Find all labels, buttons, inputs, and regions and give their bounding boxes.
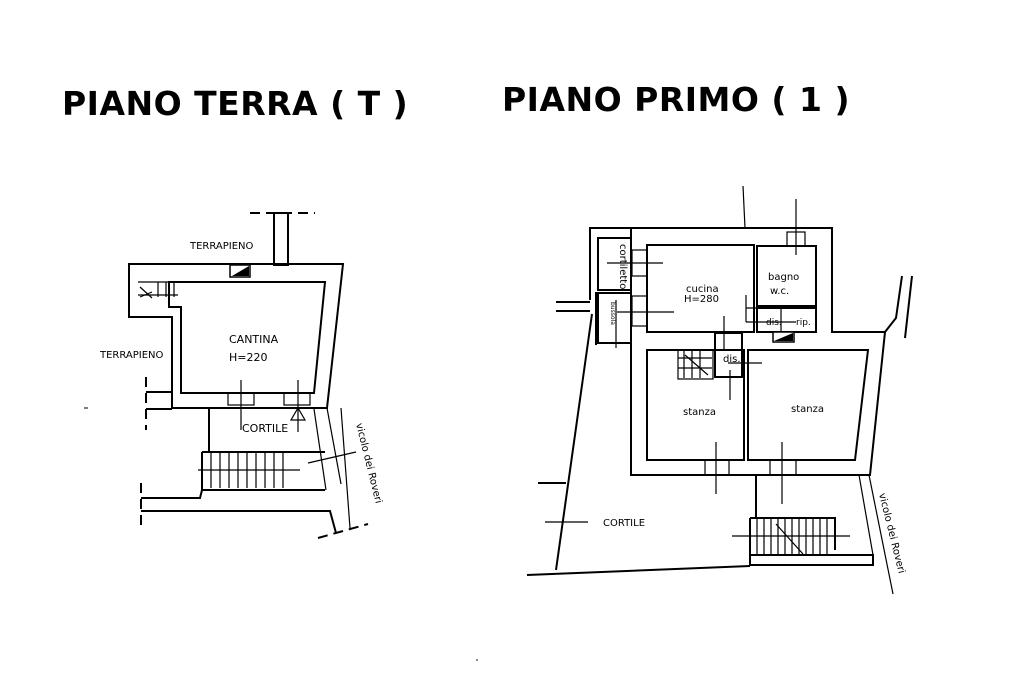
label-cantina-height: H=220 [229,351,267,364]
label-cortiletto: cortiletto [617,244,628,289]
label-street-ground: vicolo dei Roveri [353,422,384,505]
label-cortile-ground: CORTILE [242,422,288,435]
label-cortile-first: CORTILE [603,518,645,529]
label-stanza-left: stanza [683,407,716,418]
label-dis-top: dis. [766,318,782,328]
label-dis-mid: dis. [723,354,741,365]
label-terrapieno-left: TERRAPIENO [99,350,164,361]
first-floor-title: PIANO PRIMO ( 1 ) [502,80,851,119]
ground-floor-title: PIANO TERRA ( T ) [62,84,409,123]
label-bagno: bagno [768,272,799,283]
label-cantina: CANTINA [229,333,279,346]
dot-mark [476,659,478,661]
label-stanza-right: stanza [791,404,824,415]
label-cucina: cucina [686,284,719,295]
label-bussola: bussola [609,302,616,325]
label-terrapieno-top: TERRAPIENO [189,241,254,252]
label-cucina-height: H=280 [684,294,719,305]
first-floor-plan: cortiletto bussola cucina H=280 bagno w.… [526,185,913,595]
ground-floor-plan: TERRAPIENO TERRAPIENO CANTINA H=220 CORT… [84,212,384,539]
label-wc: w.c. [770,286,789,297]
label-rip: rip. [796,318,811,328]
